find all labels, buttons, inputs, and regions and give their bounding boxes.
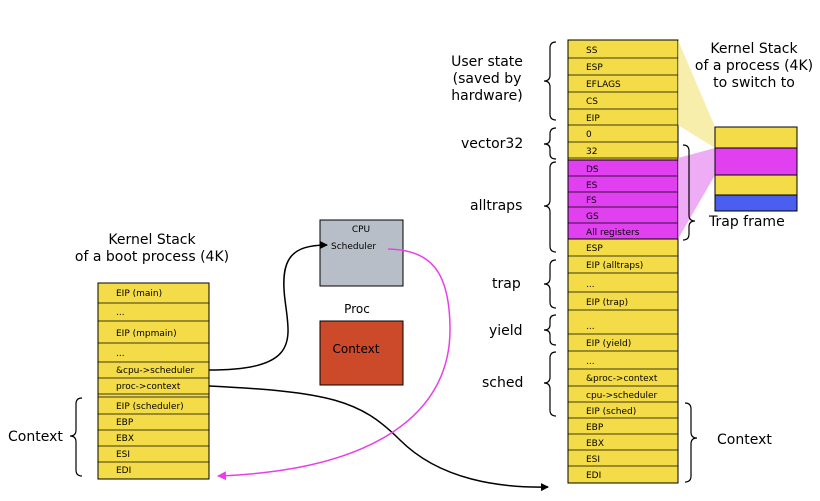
boot-cell-6: EIP (scheduler) <box>116 402 184 412</box>
proc-cell-20: cpu->scheduler <box>586 391 657 401</box>
boot-cell-5: proc->context <box>116 382 181 392</box>
label-trap: trap <box>492 276 521 292</box>
proc-cell-10: GS <box>586 212 599 222</box>
proc-box <box>319 320 404 386</box>
projection-magenta <box>678 148 715 239</box>
mini-stack <box>714 126 798 212</box>
proc-cell-21: EIP (sched) <box>586 407 636 417</box>
boot-context-label: Context <box>8 429 63 445</box>
proc-cell-0: SS <box>586 46 598 56</box>
proc-cell-6: 32 <box>586 147 597 157</box>
proc-context-field: Context <box>332 342 379 356</box>
proc-cell-16: ... <box>586 322 595 332</box>
proc-cell-8: ES <box>586 181 598 191</box>
proc-cell-15: EIP (trap) <box>586 298 628 308</box>
trap-registers-region <box>567 159 679 240</box>
scheduler-pointer-arrow <box>208 241 328 371</box>
trap-frame-brace <box>682 144 696 241</box>
label-vector32: vector32 <box>461 136 523 152</box>
proc-cell-5: 0 <box>586 130 592 140</box>
label-sched: sched <box>482 375 523 391</box>
label-context: Context <box>717 432 772 448</box>
vector32-brace <box>543 127 557 160</box>
boot-cell-2: EIP (mpmain) <box>116 329 177 339</box>
trap-brace <box>543 259 557 309</box>
boot-cell-10: EDI <box>116 466 131 476</box>
alltraps-brace <box>543 161 557 253</box>
proc-cell-14: ... <box>586 280 595 290</box>
proc-cell-4: EIP <box>586 114 600 124</box>
label-yield: yield <box>489 323 523 339</box>
boot-cell-4: &cpu->scheduler <box>116 366 195 376</box>
process-stack-title-line2: of a process (4K) <box>695 58 813 74</box>
proc-cell-9: FS <box>586 196 597 206</box>
label-user-state-3: hardware) <box>451 88 522 104</box>
boot-stack: EIP (main) ... EIP (mpmain) ... &cpu->sc… <box>97 282 210 480</box>
boot-cell-1: ... <box>116 308 125 318</box>
proc-cell-25: EDI <box>586 471 601 481</box>
boot-stack-title-line1: Kernel Stack <box>108 232 196 248</box>
proc-cell-24: ESI <box>586 455 600 465</box>
cpu-scheduler-field: Scheduler <box>331 242 376 252</box>
boot-cell-3: ... <box>116 349 125 359</box>
user-state-brace <box>543 41 557 121</box>
proc-cell-12: ESP <box>586 244 603 254</box>
process-stack: SS ESP EFLAGS CS EIP 0 32 DS ES FS GS Al… <box>567 39 679 484</box>
boot-context-brace <box>69 397 83 477</box>
proc-cell-1: ESP <box>586 63 603 73</box>
proc-title: Proc <box>344 302 370 316</box>
proc-cell-18: ... <box>586 357 595 367</box>
boot-cell-0: EIP (main) <box>116 289 162 299</box>
cpu-title: CPU <box>352 225 370 235</box>
boot-stack-title-line2: of a boot process (4K) <box>75 249 229 265</box>
process-context-brace <box>684 402 698 483</box>
sched-brace <box>543 351 557 417</box>
context-pointer-arrow <box>208 385 549 492</box>
proc-cell-22: EBP <box>586 423 604 433</box>
label-trap-frame: Trap frame <box>708 214 785 230</box>
proc-cell-13: EIP (alltraps) <box>586 261 643 271</box>
proc-cell-3: CS <box>586 97 598 107</box>
cpu-box <box>319 219 404 287</box>
projection-yellow <box>678 40 715 148</box>
proc-cell-23: EBX <box>586 439 604 449</box>
process-stack-body <box>567 39 679 484</box>
proc-cell-2: EFLAGS <box>586 80 621 90</box>
label-alltraps: alltraps <box>470 198 522 214</box>
proc-cell-19: &proc->context <box>586 374 658 384</box>
boot-cell-7: EBP <box>116 418 134 428</box>
proc-cell-17: EIP (yield) <box>586 339 631 349</box>
process-stack-title-line1: Kernel Stack <box>710 41 798 57</box>
boot-stack-body <box>97 282 210 480</box>
boot-cell-8: EBX <box>116 434 134 444</box>
swtch-return-arrow <box>217 248 451 481</box>
boot-cell-9: ESI <box>116 450 130 460</box>
proc-cell-11: All registers <box>586 228 640 238</box>
proc-cell-7: DS <box>586 165 599 175</box>
yield-brace <box>543 314 557 346</box>
label-user-state-1: User state <box>451 54 523 70</box>
process-stack-title-line3: to switch to <box>713 75 795 91</box>
label-user-state-2: (saved by <box>453 71 522 87</box>
